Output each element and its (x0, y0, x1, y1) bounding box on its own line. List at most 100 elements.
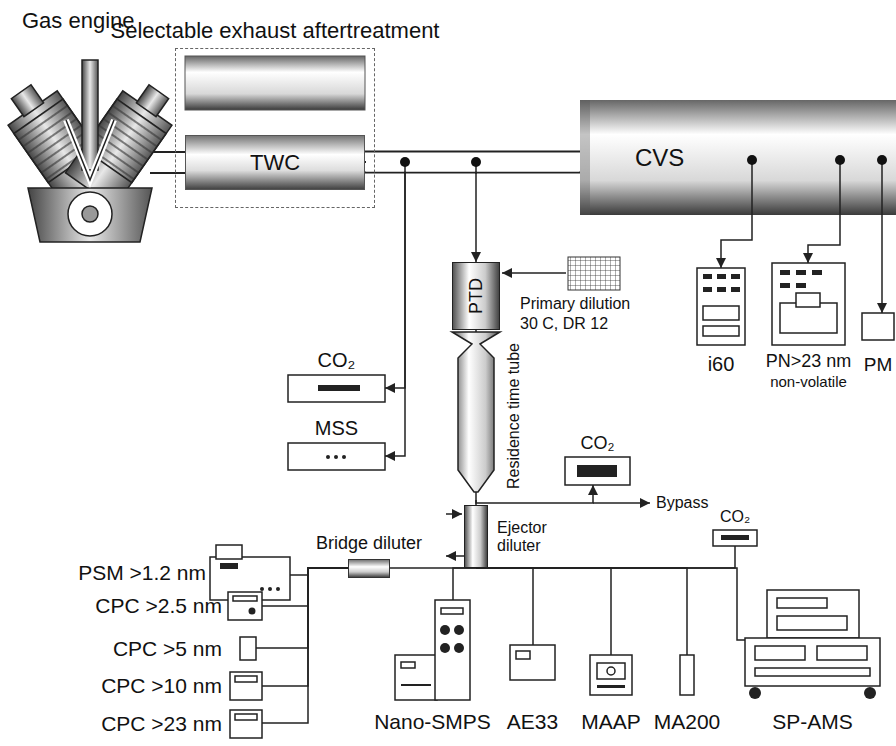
node-label: MA200 (654, 710, 721, 734)
icon-part (233, 596, 257, 601)
node-label: AE33 (507, 710, 558, 734)
icon-part (755, 646, 805, 660)
icon-part (228, 592, 262, 620)
drawing-path (66, 120, 114, 180)
drawing-line (150, 172, 186, 174)
drawing-circle (82, 206, 98, 222)
icon-part (516, 651, 530, 659)
icon-part (435, 600, 470, 700)
pm-filter-icon (862, 313, 894, 340)
engine-label: Gas engine (22, 8, 135, 33)
icon-part (220, 563, 238, 569)
icon-part (812, 270, 822, 275)
icon-part (235, 676, 257, 682)
co2-analyzer: CO₂ (565, 457, 630, 485)
sample-line-path (721, 215, 752, 268)
icon-part (590, 655, 632, 695)
icon-part (288, 443, 385, 470)
icon-part (276, 587, 280, 591)
drawing-line (446, 513, 462, 515)
node-label: PTD (466, 278, 487, 314)
node-label: Bridge diluter (316, 533, 422, 554)
icon-part (703, 287, 712, 292)
sample-line-path (476, 568, 611, 655)
drawing-line (881, 160, 883, 215)
icon-part (862, 313, 894, 340)
sample-line (365, 162, 405, 456)
icon-part (326, 455, 330, 459)
icon-part (772, 263, 845, 345)
mss-instrument: MSS (288, 443, 385, 470)
pn-counter: PN>23 nmnon-volatile (772, 263, 845, 345)
sample-line (476, 485, 593, 503)
node-label: CPC >10 nm (101, 674, 222, 698)
icon-part (703, 306, 739, 320)
icon-part (597, 685, 625, 688)
residence-tube: Residence time tube (452, 332, 500, 500)
icon-part (454, 625, 464, 635)
node-label: CPC >5 nm (113, 636, 222, 660)
drawing-rect (366, 154, 579, 172)
node-label: i60 (708, 353, 735, 376)
icon-part (796, 270, 806, 275)
sp-ams-icon (745, 590, 880, 700)
icon-part (780, 283, 790, 288)
tube-outlet (475, 492, 477, 500)
node-label: PN>23 nm (766, 351, 852, 372)
drawing-rect (150, 152, 186, 173)
icon-part (777, 616, 847, 630)
icon-part (767, 590, 859, 638)
ae33-aethalometer: AE33 (510, 645, 555, 680)
icon-part (749, 687, 761, 699)
icon-part (230, 672, 262, 700)
co2-analyzer: CO₂ (713, 530, 757, 546)
icon-part (288, 375, 385, 402)
pm-filter: PM (862, 313, 894, 340)
sample-line (882, 215, 883, 313)
drawing-rect (568, 257, 620, 290)
icon-part (796, 293, 820, 307)
icon-part (680, 655, 694, 695)
icon-part (864, 687, 876, 699)
node-label: SP-AMS (772, 710, 853, 734)
icon-part (777, 598, 827, 608)
sample-line-path (365, 162, 405, 388)
icon-part (510, 645, 555, 680)
drawing-rect (580, 100, 590, 215)
drawing-line (446, 555, 464, 557)
icon-part (401, 662, 415, 668)
cpc-counter: CPC >23 nm (230, 710, 262, 738)
pn-counter-icon (772, 263, 845, 345)
icon-part (260, 587, 264, 591)
icon-part (216, 545, 242, 559)
node-label: Nano-SMPS (374, 710, 491, 734)
node-label: CPC >23 nm (101, 712, 222, 736)
sample-line (808, 215, 840, 263)
drawing-circle (747, 155, 757, 165)
cvs-tunnel: CVS (580, 100, 896, 215)
drawing-path (28, 188, 152, 242)
sample-line-path (881, 215, 883, 313)
pipe-wall (365, 151, 580, 174)
aftertreatment-group: Selectable exhaust aftertreatmentTWC (175, 48, 375, 208)
icon-part (334, 455, 338, 459)
icon-part (249, 608, 256, 615)
sample-line-path (365, 162, 476, 262)
maap-photometer: MAAP (590, 655, 632, 695)
icon-part (240, 637, 256, 660)
node-label: PSM >1.2 nm (78, 560, 206, 584)
sample-line (453, 568, 476, 600)
drawing-line (593, 502, 650, 504)
icon-part (454, 643, 464, 653)
sample-line-path (365, 162, 405, 456)
sample-line-path (453, 568, 476, 600)
node-sublabel: non-volatile (770, 373, 847, 390)
icon-part (342, 455, 346, 459)
sample-line-path (476, 568, 533, 645)
drawing-rect (11, 85, 43, 117)
drawing-circle (471, 157, 481, 167)
tube-body (452, 332, 500, 492)
sp-ams: SP-AMS (745, 590, 880, 700)
icon-part (235, 714, 257, 720)
